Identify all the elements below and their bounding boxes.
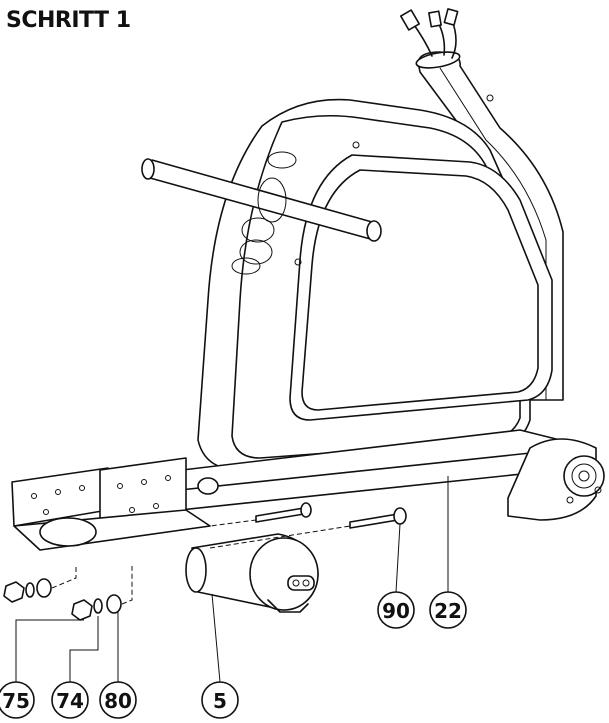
callout-90-label: 90	[382, 599, 410, 623]
callout-5-label: 5	[213, 689, 227, 713]
leader-lines	[15, 476, 449, 683]
callout-22: 22	[429, 591, 467, 629]
callout-5: 5	[201, 681, 239, 719]
bolts	[179, 502, 407, 549]
callout-80: 80	[99, 681, 137, 719]
rear-stabilizer	[507, 438, 605, 521]
cable-connectors	[400, 8, 459, 59]
callout-74-label: 74	[56, 689, 84, 713]
front-bracket	[11, 457, 219, 551]
front-stabilizer-tube	[185, 533, 319, 613]
callout-75: 75	[0, 681, 35, 719]
hardware-nuts-washers	[3, 566, 133, 621]
callout-74: 74	[51, 681, 89, 719]
callout-75-label: 75	[2, 689, 30, 713]
callout-80-label: 80	[104, 689, 132, 713]
handle-bar	[141, 151, 382, 275]
main-frame-housing	[197, 98, 553, 471]
callout-22-label: 22	[434, 599, 462, 623]
step-title: SCHRITT 1	[6, 8, 131, 33]
callout-90: 90	[377, 591, 415, 629]
